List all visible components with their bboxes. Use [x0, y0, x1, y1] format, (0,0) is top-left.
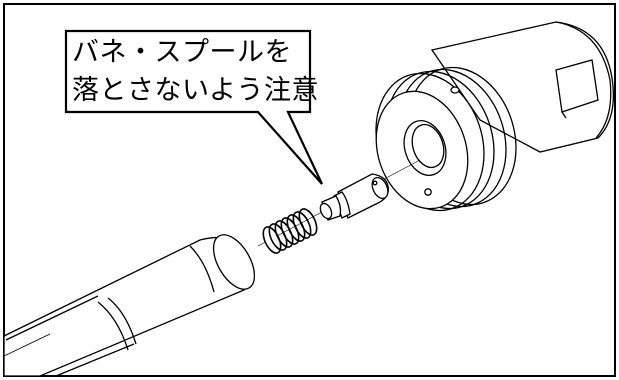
callout-line-2: 落とさないよう注意 [72, 75, 319, 106]
callout-bubble [64, 29, 323, 185]
tube [3, 234, 256, 377]
callout-line-1: バネ・スプールを [72, 37, 292, 68]
valve-body [375, 21, 615, 212]
caution-callout-text: バネ・スプールを 落とさないよう注意 [72, 34, 319, 110]
spool [257, 159, 421, 247]
spring [262, 208, 318, 254]
